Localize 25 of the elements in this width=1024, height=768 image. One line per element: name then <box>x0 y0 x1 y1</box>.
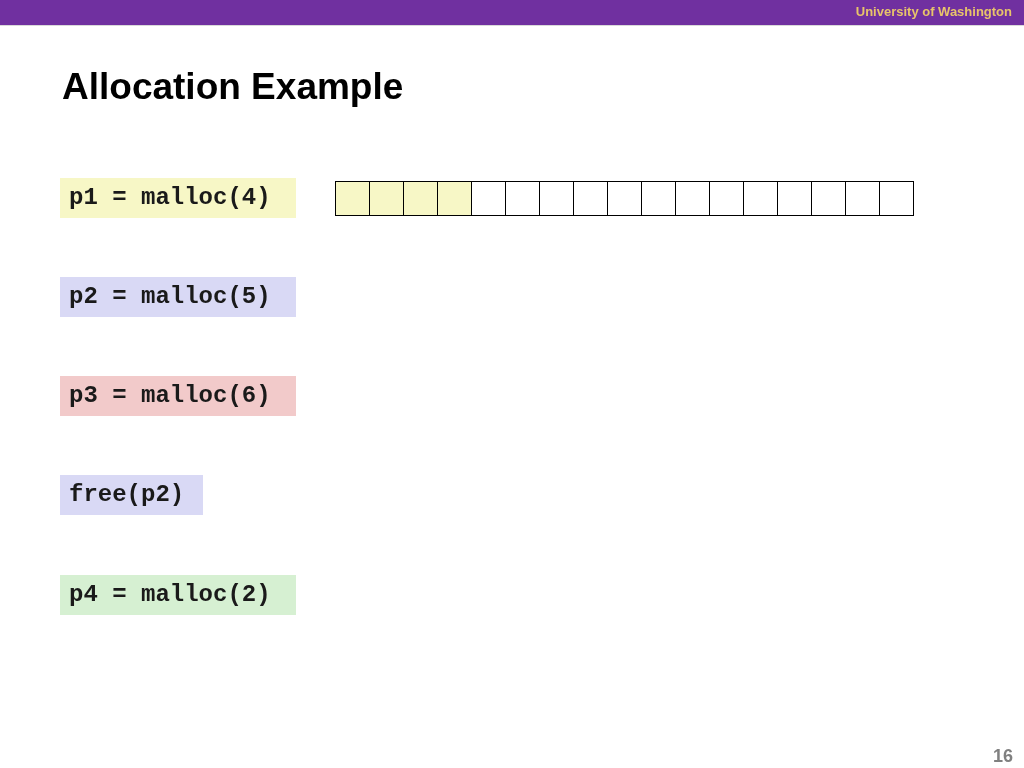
memory-cell <box>335 181 370 216</box>
code-statement: p3 = malloc(6) <box>60 376 296 416</box>
memory-cell <box>879 181 914 216</box>
page-number: 16 <box>992 746 1013 767</box>
memory-cell <box>403 181 438 216</box>
memory-cell <box>777 181 812 216</box>
memory-cell <box>437 181 472 216</box>
code-statement: p2 = malloc(5) <box>60 277 296 317</box>
memory-cell <box>607 181 642 216</box>
code-statement: p4 = malloc(2) <box>60 575 296 615</box>
memory-cell <box>471 181 506 216</box>
memory-cell <box>641 181 676 216</box>
memory-cell <box>675 181 710 216</box>
code-statement: p1 = malloc(4) <box>60 178 296 218</box>
memory-cell <box>743 181 778 216</box>
code-statement: free(p2) <box>60 475 203 515</box>
memory-cell <box>505 181 540 216</box>
memory-cell <box>709 181 744 216</box>
memory-cell <box>845 181 880 216</box>
memory-cell <box>573 181 608 216</box>
institution-name: University of Washington <box>855 4 1012 19</box>
slide-title: Allocation Example <box>62 66 404 108</box>
memory-cell <box>539 181 574 216</box>
memory-cell <box>369 181 404 216</box>
memory-cell <box>811 181 846 216</box>
